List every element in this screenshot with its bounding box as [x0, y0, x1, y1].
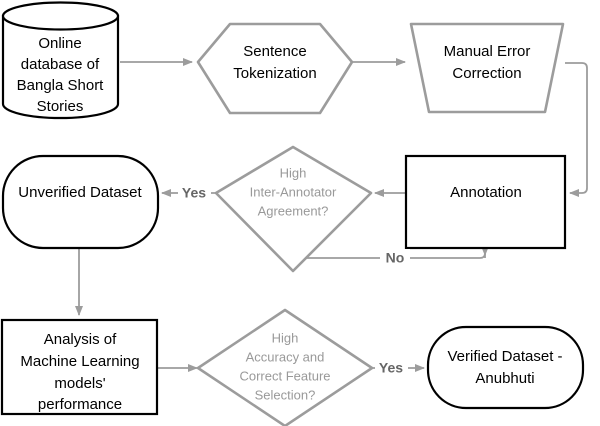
rectangle-shape-ml-analysis — [0, 318, 159, 416]
node-verified-dataset[interactable]: Verified Dataset - Anubhuti — [426, 325, 585, 410]
cylinder-body — [1, 14, 120, 120]
edge-label-yes-accuracy: Yes — [379, 360, 403, 376]
hexagon-shape — [196, 22, 354, 115]
node-ml-analysis-line-1: Analysis of — [44, 331, 117, 348]
node-inter-annotator-decision[interactable]: High Inter-Annotator Agreement? — [214, 145, 373, 273]
node-accuracy-line-2: Accuracy and — [246, 349, 325, 364]
diamond-shape-accuracy — [196, 308, 374, 426]
node-ml-analysis-line-3: models' — [54, 375, 105, 392]
node-annotation-label: Annotation — [450, 184, 522, 201]
stadium-shape-verified — [426, 325, 585, 410]
node-accuracy-line-3: Correct Feature — [239, 368, 330, 383]
cylinder-top — [1, 1, 120, 31]
edge-correction-to-annotation — [565, 62, 588, 197]
rectangle-shape-annotation — [404, 154, 567, 250]
node-online-database-line-2: database of — [21, 56, 100, 73]
node-online-database-line-1: Online — [38, 35, 81, 52]
node-sentence-tokenization[interactable]: Sentence Tokenization — [196, 22, 354, 115]
stadium-shape-unverified — [1, 154, 160, 250]
node-sentence-tokenization-line-2: Tokenization — [233, 65, 316, 82]
node-verified-dataset-line-1: Verified Dataset - — [447, 348, 562, 365]
edge-label-yes-accuracy-bg — [375, 359, 408, 377]
node-inter-annotator-line-3: Agreement? — [258, 203, 329, 218]
node-accuracy-line-1: High — [272, 330, 299, 345]
node-ml-analysis-line-4: performance — [38, 396, 122, 413]
trapezoid-shape — [409, 22, 565, 114]
node-online-database-line-4: Stories — [37, 98, 84, 115]
node-online-database-line-3: Bangla Short — [17, 77, 105, 94]
diamond-shape-inter-annotator — [214, 145, 373, 273]
node-verified-dataset-line-2: Anubhuti — [475, 370, 534, 387]
node-manual-error-correction-line-2: Correction — [452, 65, 521, 82]
node-accuracy-line-4: Selection? — [255, 387, 316, 402]
edge-label-no-inter-annotator-bg — [380, 249, 410, 267]
node-accuracy-decision[interactable]: High Accuracy and Correct Feature Select… — [196, 308, 374, 426]
node-ml-analysis-line-2: Machine Learning — [20, 353, 139, 370]
node-sentence-tokenization-line-1: Sentence — [243, 43, 306, 60]
edge-label-yes-inter-annotator: Yes — [182, 185, 206, 201]
edge-label-no-inter-annotator: No — [386, 250, 405, 266]
node-ml-analysis[interactable]: Analysis of Machine Learning models' per… — [0, 318, 159, 416]
edge-labels-layer: Yes No Yes — [178, 184, 410, 377]
node-inter-annotator-line-2: Inter-Annotator — [250, 184, 337, 199]
node-manual-error-correction-line-1: Manual Error — [444, 43, 531, 60]
node-online-database[interactable]: Online database of Bangla Short Stories — [1, 1, 120, 120]
edge-label-yes-inter-annotator-bg — [178, 184, 211, 202]
node-unverified-dataset-label: Unverified Dataset — [18, 184, 142, 201]
node-inter-annotator-line-1: High — [280, 165, 307, 180]
node-unverified-dataset[interactable]: Unverified Dataset — [1, 154, 160, 250]
node-annotation[interactable]: Annotation — [404, 154, 567, 250]
node-manual-error-correction[interactable]: Manual Error Correction — [409, 22, 565, 114]
